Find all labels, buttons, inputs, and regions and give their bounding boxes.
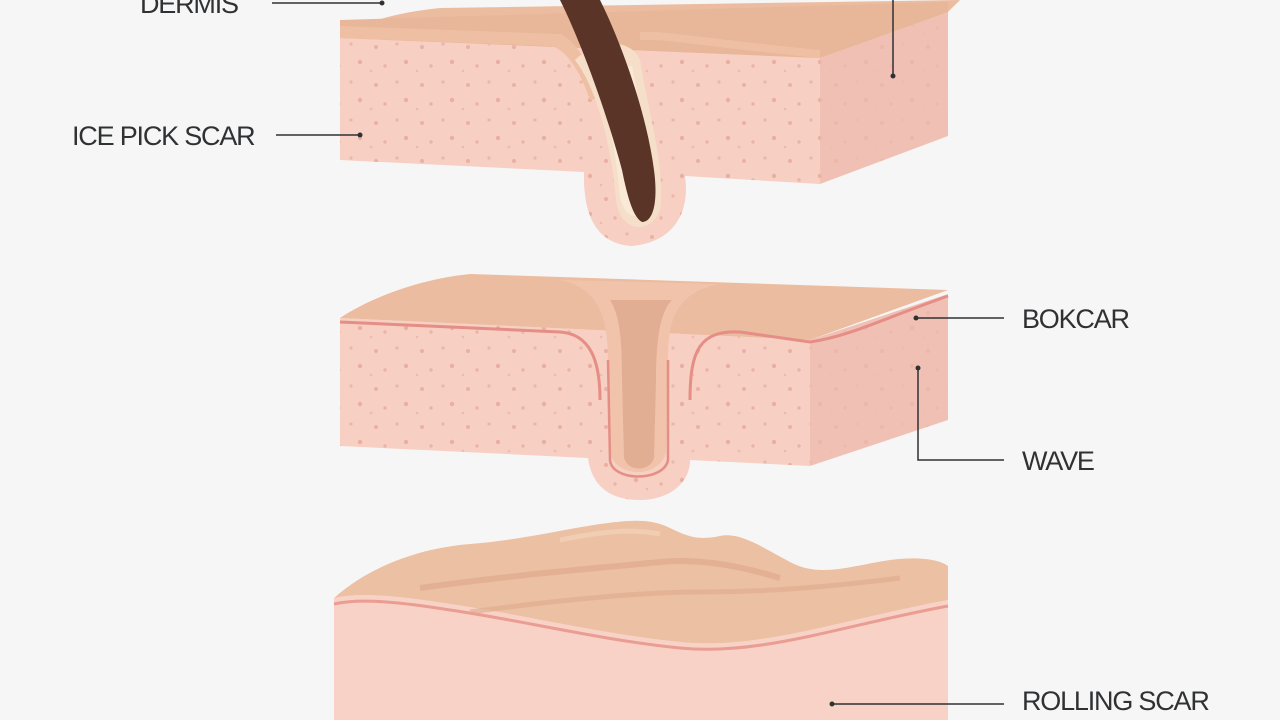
leader-line-wave — [917, 368, 1004, 461]
label-top-left: DERMIS — [140, 0, 239, 19]
label-wave: WAVE — [1022, 446, 1095, 476]
label-boxcar: BOKCAR — [1022, 304, 1130, 334]
label-rolling-scar: ROLLING SCAR — [1022, 686, 1210, 716]
label-ice-pick-scar: ICE PICK SCAR — [72, 121, 256, 151]
leader-lines — [272, 0, 1004, 707]
rolling-skin-block — [333, 520, 949, 720]
boxcar-skin-block — [339, 274, 949, 500]
ice-pick-skin-block — [340, 0, 960, 246]
